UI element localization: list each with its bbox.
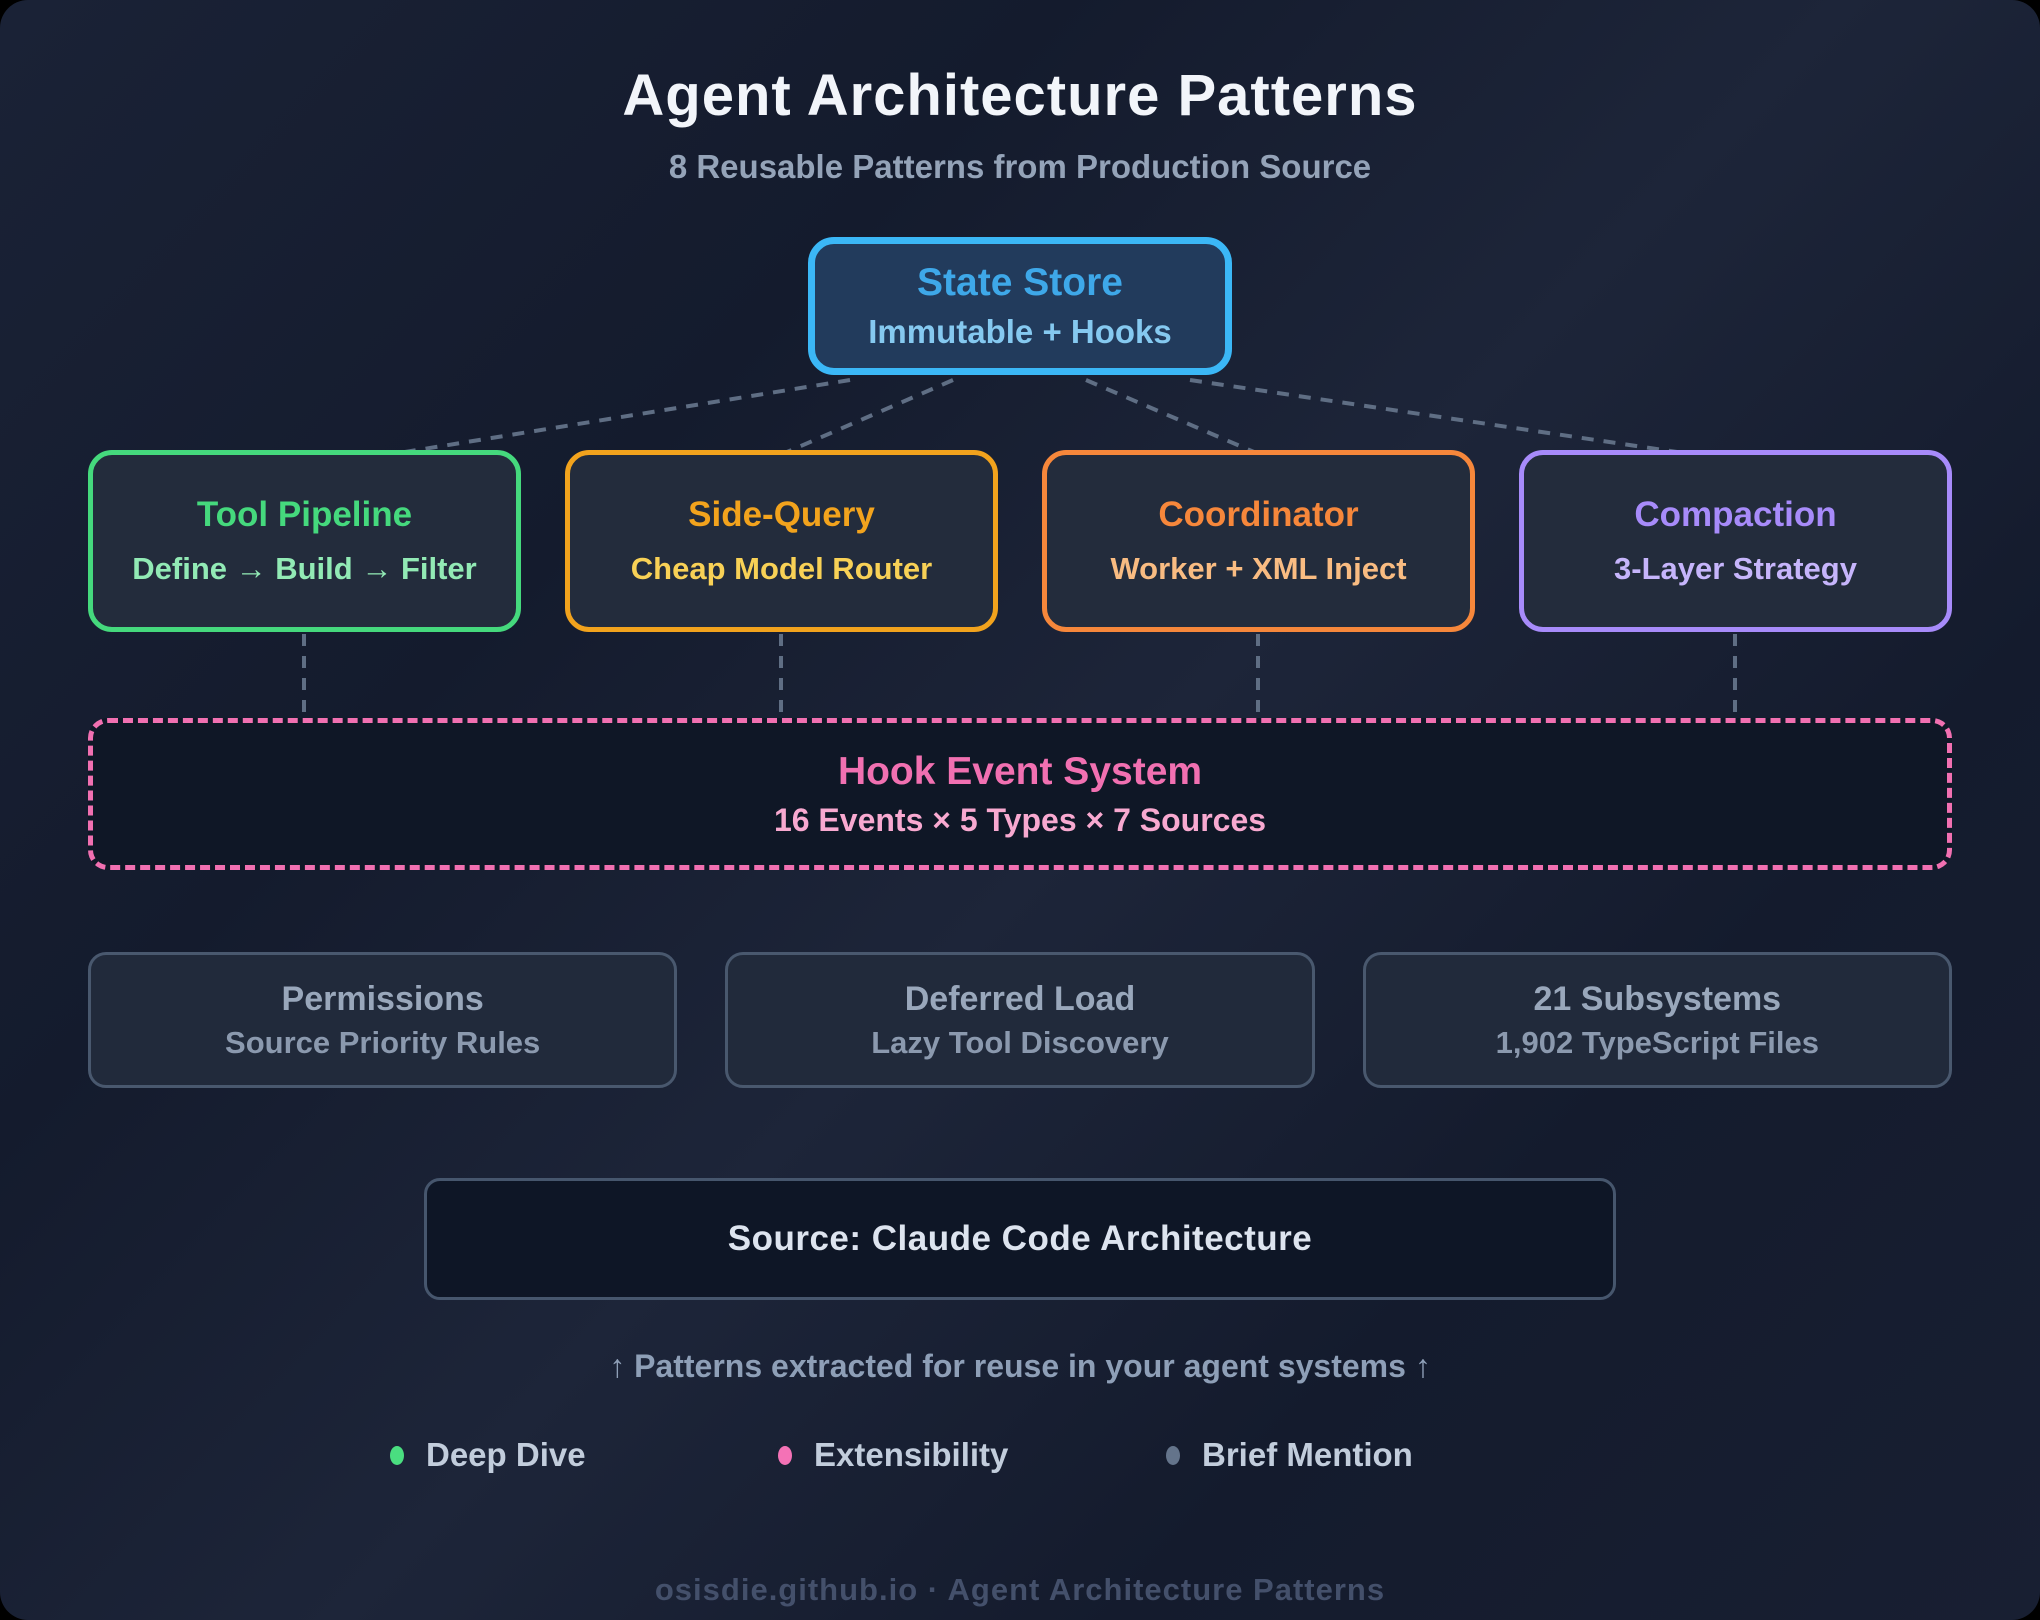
brief-mention-dot-icon (1166, 1445, 1180, 1465)
info-node-row: Permissions Source Priority Rules Deferr… (88, 952, 1952, 1088)
node-coordinator: Coordinator Worker + XML Inject (1042, 450, 1475, 632)
edge-root-to-tool-pipeline (404, 378, 851, 454)
node-coordinator-title: Coordinator (1158, 495, 1359, 534)
node-state-store-title: State Store (917, 261, 1123, 304)
edge-root-to-coordinator (1085, 378, 1255, 454)
source-box-label: Source: Claude Code Architecture (727, 1219, 1313, 1258)
node-subsystems-title: 21 Subsystems (1533, 979, 1782, 1018)
node-tool-pipeline: Tool Pipeline Define → Build → Filter (88, 450, 521, 632)
node-hook-event-system-title: Hook Event System (837, 749, 1203, 793)
page-subtitle: 8 Reusable Patterns from Production Sour… (668, 148, 1372, 185)
node-coordinator-subtitle: Worker + XML Inject (1110, 551, 1407, 586)
node-state-store: State Store Immutable + Hooks (808, 237, 1232, 375)
node-hook-event-system-subtitle: 16 Events × 5 Types × 7 Sources (773, 801, 1267, 838)
node-tool-pipeline-subtitle: Define → Build → Filter (132, 551, 477, 586)
node-compaction-title: Compaction (1634, 495, 1837, 534)
legend-item-brief-mention: Brief Mention (1166, 1436, 1554, 1474)
edge-root-to-side-query (786, 378, 954, 454)
node-subsystems-subtitle: 1,902 TypeScript Files (1495, 1024, 1819, 1060)
node-hook-event-system: Hook Event System 16 Events × 5 Types × … (88, 718, 1952, 870)
legend: Deep Dive Extensibility Brief Mention (390, 1436, 1554, 1474)
node-deferred-load-title: Deferred Load (904, 979, 1136, 1018)
node-permissions: Permissions Source Priority Rules (88, 952, 678, 1088)
edge-root-to-compaction (1189, 378, 1678, 454)
footer-attribution: osisdie.github.io · Agent Architecture P… (654, 1572, 1386, 1607)
page-title: Agent Architecture Patterns (622, 63, 1418, 128)
node-side-query: Side-Query Cheap Model Router (565, 450, 998, 632)
source-box: Source: Claude Code Architecture (424, 1178, 1616, 1300)
patterns-note: ↑ Patterns extracted for reuse in your a… (609, 1348, 1431, 1384)
deep-dive-dot-icon (390, 1445, 404, 1465)
legend-item-extensibility-label: Extensibility (814, 1436, 1009, 1473)
pattern-node-row: Tool Pipeline Define → Build → Filter Si… (88, 450, 1952, 632)
node-compaction: Compaction 3-Layer Strategy (1519, 450, 1952, 632)
node-compaction-subtitle: 3-Layer Strategy (1614, 551, 1857, 586)
node-permissions-title: Permissions (281, 979, 484, 1018)
node-subsystems: 21 Subsystems 1,902 TypeScript Files (1362, 952, 1952, 1088)
legend-item-deep-dive-label: Deep Dive (426, 1436, 586, 1473)
legend-item-brief-mention-label: Brief Mention (1202, 1436, 1413, 1473)
node-tool-pipeline-title: Tool Pipeline (196, 495, 413, 534)
extensibility-dot-icon (778, 1445, 792, 1465)
node-permissions-subtitle: Source Priority Rules (225, 1024, 541, 1060)
legend-item-deep-dive: Deep Dive (390, 1436, 778, 1474)
node-deferred-load: Deferred Load Lazy Tool Discovery (725, 952, 1315, 1088)
node-side-query-subtitle: Cheap Model Router (630, 551, 933, 586)
node-deferred-load-subtitle: Lazy Tool Discovery (871, 1024, 1169, 1060)
node-side-query-title: Side-Query (688, 495, 875, 534)
legend-item-extensibility: Extensibility (778, 1436, 1166, 1474)
node-state-store-subtitle: Immutable + Hooks (868, 313, 1172, 350)
